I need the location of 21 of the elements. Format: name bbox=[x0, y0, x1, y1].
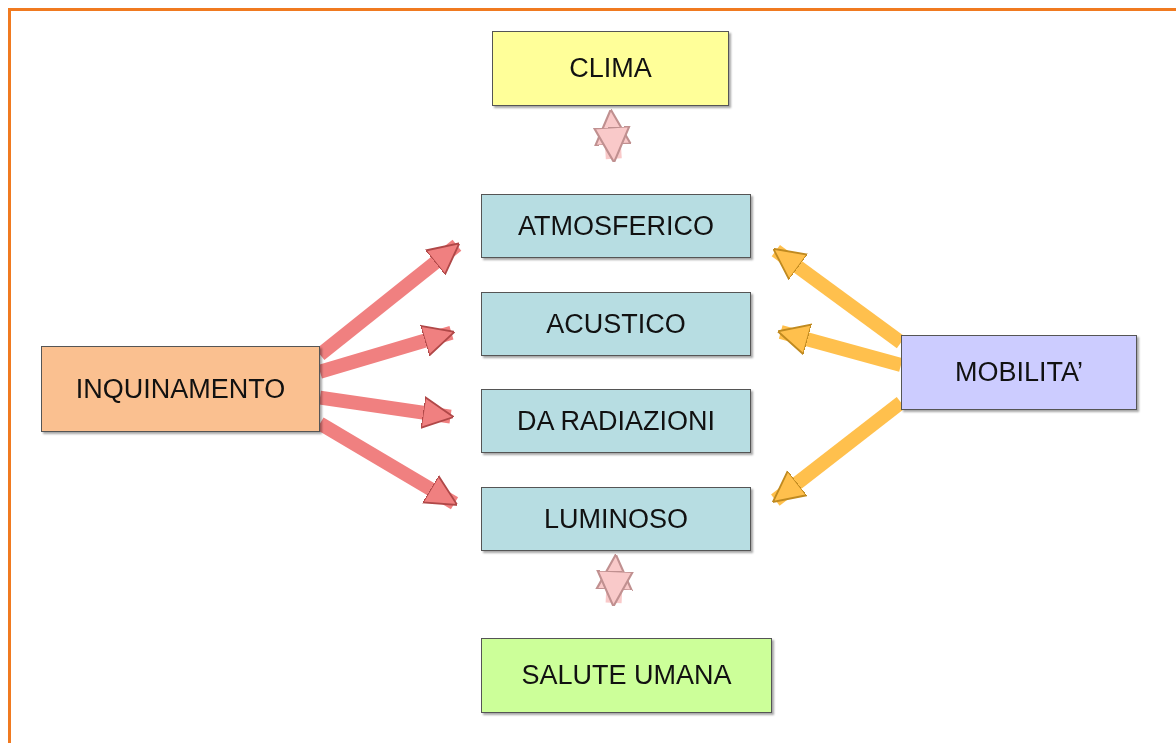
concept-box bbox=[481, 389, 751, 453]
box-label: ATMOSFERICO bbox=[518, 210, 714, 242]
concept-box bbox=[481, 487, 751, 551]
box-label: DA RADIAZIONI bbox=[517, 405, 715, 437]
box-label: MOBILITA’ bbox=[955, 357, 1083, 388]
box-label: SALUTE UMANA bbox=[521, 660, 732, 691]
concept-box bbox=[481, 638, 772, 713]
concept-box bbox=[481, 292, 751, 356]
block-arrow bbox=[318, 324, 456, 379]
concept-box bbox=[901, 335, 1137, 410]
box-label: CLIMA bbox=[569, 53, 652, 84]
block-arrow bbox=[593, 108, 632, 164]
block-arrow bbox=[595, 553, 634, 608]
concept-box bbox=[41, 346, 320, 432]
box-label: INQUINAMENTO bbox=[75, 373, 286, 405]
block-arrow bbox=[776, 323, 903, 372]
box-label: ACUSTICO bbox=[546, 308, 686, 340]
block-arrow bbox=[319, 390, 455, 429]
concept-box bbox=[492, 31, 729, 106]
box-label: LUMINOSO bbox=[544, 503, 688, 535]
concept-box bbox=[481, 194, 751, 258]
